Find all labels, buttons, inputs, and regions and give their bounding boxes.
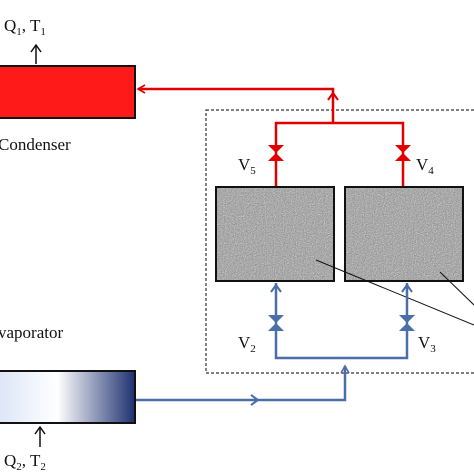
condenser-label: Condenser [0,135,71,154]
cold-manifold [274,283,409,360]
valve-v3[interactable] [399,315,415,331]
evaporator-input-label: Q2, T2 [4,451,46,473]
valve-v2-label: V2 [238,333,256,355]
valve-v2[interactable] [268,315,284,331]
cold-bed-right-arrowhead [401,283,413,293]
valve-v3-label: V3 [418,333,436,355]
evaporator-block [0,370,136,424]
evaporator-label: vaporator [0,323,63,342]
cold-feed-line [135,364,350,402]
hot-manifold [274,108,405,187]
valve-v4[interactable] [395,145,411,161]
bed-leader-line-right [439,271,474,306]
cold-feed-mid-arrowhead [250,394,260,406]
valve-v5-label: V5 [238,155,256,177]
evaporator-heat-arrowhead [34,425,46,435]
condenser-heat-arrowhead [30,43,42,53]
condenser-output-label: Q1, T1 [4,16,46,38]
valve-v4-label: V4 [416,155,434,177]
cold-bed-left-arrowhead [270,283,282,293]
hot-return-line [136,84,335,108]
condenser-block [0,65,136,119]
bed-leader-line-left [315,259,474,326]
valve-v5[interactable] [268,145,284,161]
hot-line-up-arrowhead [327,91,339,101]
